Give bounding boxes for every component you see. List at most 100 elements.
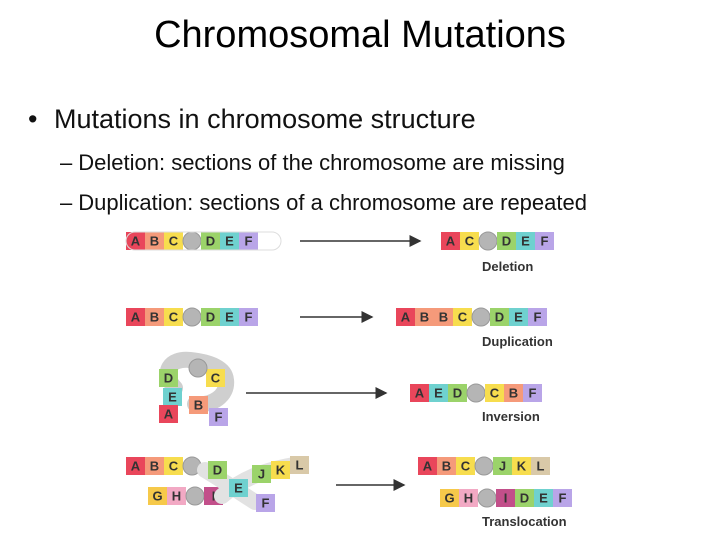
svg-text:C: C [465, 234, 475, 249]
duplication-after-segment-b: B [434, 308, 453, 326]
translocation-top-before-segment-a: A [126, 457, 145, 475]
translocation-cross-segment-f: F [256, 494, 275, 512]
translocation-top-after-segment-l: L [531, 457, 550, 475]
svg-text:E: E [521, 234, 530, 249]
duplication-after-segment-a: A [396, 308, 415, 326]
duplication-before-segment-a: A [126, 308, 145, 326]
svg-text:B: B [509, 386, 518, 401]
translocation-cross-segment-l: L [290, 456, 309, 474]
svg-text:D: D [502, 234, 511, 249]
svg-text:G: G [152, 489, 162, 504]
duplication-before-segment-e: E [220, 308, 239, 326]
translocation-cross-segment-k: K [271, 461, 290, 479]
translocation-bottom-after-segment-d: D [515, 489, 534, 507]
svg-text:D: D [164, 371, 173, 386]
translocation-bottom-after-centromere [478, 489, 496, 507]
svg-text:A: A [164, 407, 174, 422]
svg-text:D: D [495, 310, 504, 325]
svg-text:E: E [168, 390, 177, 405]
caption-duplication: Duplication [482, 334, 553, 349]
svg-text:A: A [423, 459, 433, 474]
svg-text:B: B [439, 310, 448, 325]
svg-text:D: D [453, 386, 462, 401]
svg-text:E: E [234, 481, 243, 496]
translocation-top-after-centromere [475, 457, 493, 475]
svg-text:E: E [539, 491, 548, 506]
translocation-top-before-segment-b: B [145, 457, 164, 475]
deletion-after-segment-e: E [516, 232, 535, 250]
translocation-bottom-after-segment-e: E [534, 489, 553, 507]
svg-text:D: D [520, 491, 529, 506]
svg-text:C: C [169, 234, 179, 249]
svg-text:B: B [150, 310, 159, 325]
svg-text:F: F [262, 496, 270, 511]
inversion-loop-centromere [189, 359, 207, 377]
inversion-after-segment-b: B [504, 384, 523, 402]
deletion-after-centromere [479, 232, 497, 250]
duplication-before-segment-d: D [201, 308, 220, 326]
inversion-after-segment-d: D [448, 384, 467, 402]
translocation-top-after-segment-c: C [456, 457, 475, 475]
svg-text:A: A [415, 386, 425, 401]
translocation-top-after-segment-b: B [437, 457, 456, 475]
deletion-after-segment-d: D [497, 232, 516, 250]
svg-text:D: D [213, 463, 222, 478]
duplication-before-segment-b: B [145, 308, 164, 326]
inversion-after-segment-f: F [523, 384, 542, 402]
svg-text:A: A [131, 459, 141, 474]
svg-text:E: E [225, 310, 234, 325]
svg-text:H: H [464, 491, 473, 506]
duplication-before-centromere [183, 308, 201, 326]
inversion-after-segment-e: E [429, 384, 448, 402]
deletion-before-centromere [183, 232, 201, 250]
svg-text:F: F [529, 386, 537, 401]
svg-text:G: G [444, 491, 454, 506]
inversion-loop-segment-d: D [159, 369, 178, 387]
inversion-after-segment-a: A [410, 384, 429, 402]
svg-text:C: C [169, 459, 179, 474]
svg-text:D: D [206, 310, 215, 325]
deletion-before-segment-f: F [239, 232, 258, 250]
deletion-before-segment-b: B [145, 232, 164, 250]
svg-text:F: F [534, 310, 542, 325]
duplication-after-segment-e: E [509, 308, 528, 326]
svg-text:F: F [215, 410, 223, 425]
svg-text:H: H [172, 489, 181, 504]
svg-text:K: K [276, 463, 286, 478]
inversion-loop-segment-a: A [159, 405, 178, 423]
svg-text:B: B [194, 398, 203, 413]
translocation-bottom-before-segment-h: H [167, 487, 186, 505]
duplication-before-segment-c: C [164, 308, 183, 326]
translocation-cross-segment-e: E [229, 479, 248, 497]
svg-text:C: C [169, 310, 179, 325]
translocation-top-after-segment-a: A [418, 457, 437, 475]
caption-translocation: Translocation [482, 514, 567, 529]
svg-text:E: E [514, 310, 523, 325]
duplication-after-segment-d: D [490, 308, 509, 326]
svg-text:D: D [206, 234, 215, 249]
svg-text:C: C [211, 371, 221, 386]
translocation-bottom-after-segment-i: I [496, 489, 515, 507]
translocation-cross-segment-d: D [208, 461, 227, 479]
inversion-loop-segment-f: F [209, 408, 228, 426]
deletion-after-segment-f: F [535, 232, 554, 250]
deletion-before-segment-e: E [220, 232, 239, 250]
svg-text:A: A [131, 234, 141, 249]
svg-text:L: L [537, 459, 545, 474]
translocation-bottom-before-segment-g: G [148, 487, 167, 505]
svg-text:E: E [434, 386, 443, 401]
svg-text:A: A [401, 310, 411, 325]
deletion-before-segment-c: C [164, 232, 183, 250]
caption-inversion: Inversion [482, 409, 540, 424]
svg-text:J: J [499, 459, 506, 474]
inversion-loop-segment-b: B [189, 396, 208, 414]
svg-text:E: E [225, 234, 234, 249]
duplication-before-segment-f: F [239, 308, 258, 326]
duplication-after-segment-f: F [528, 308, 547, 326]
caption-deletion: Deletion [482, 259, 533, 274]
translocation-bottom-after-segment-f: F [553, 489, 572, 507]
translocation-top-before-segment-c: C [164, 457, 183, 475]
inversion-after-segment-c: C [485, 384, 504, 402]
svg-text:A: A [446, 234, 456, 249]
